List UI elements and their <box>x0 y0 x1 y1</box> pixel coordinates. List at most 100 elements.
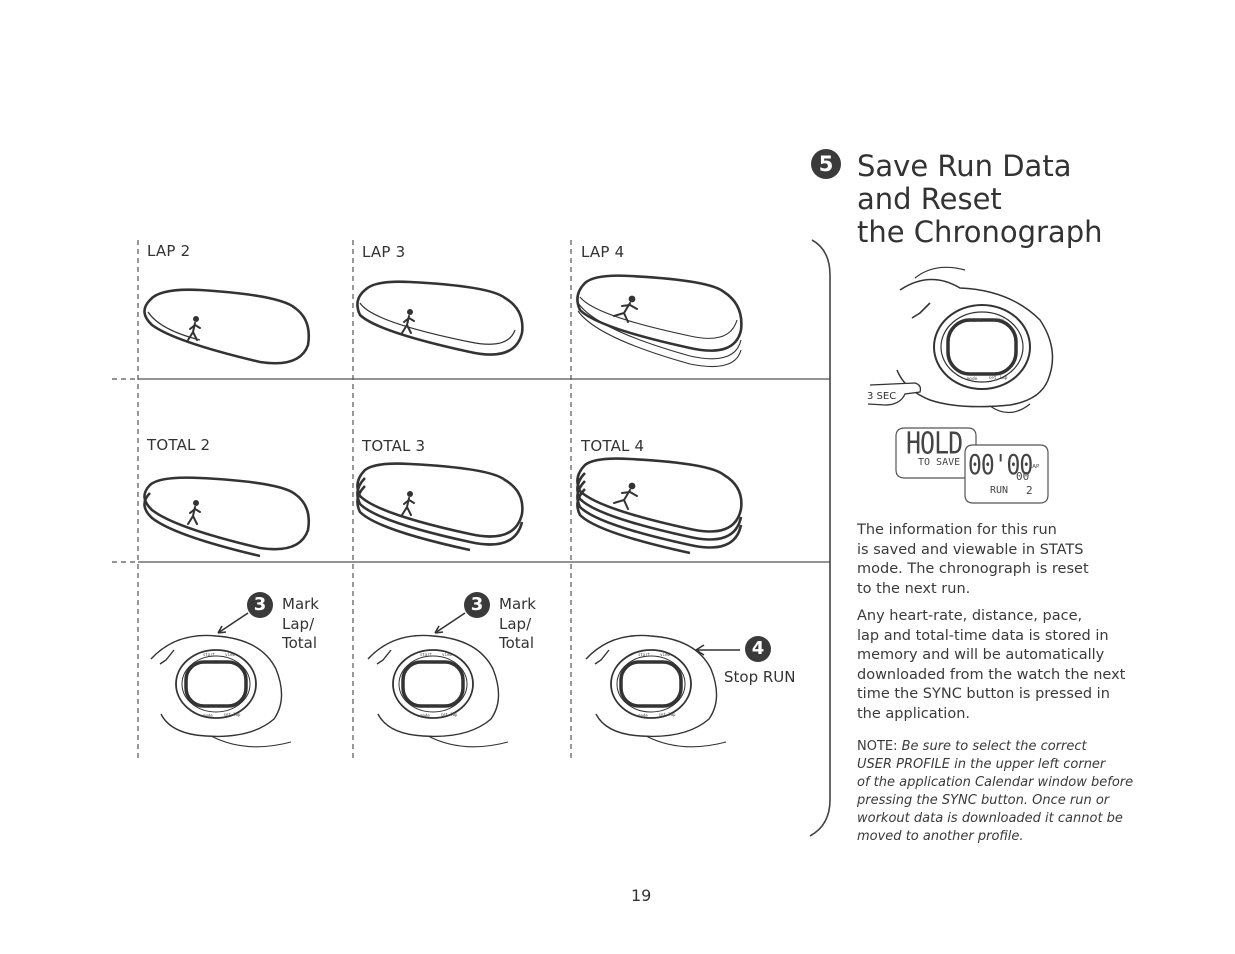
watch-illustration: start view mode set lap <box>367 634 509 748</box>
svg-text:set lap: set lap <box>224 712 241 717</box>
runner-icon <box>401 309 415 334</box>
note-line: pressing the SYNC button. Once run or <box>857 792 1157 810</box>
svg-text:mode: mode <box>967 376 978 382</box>
mark-lap-line: Mark <box>282 595 319 613</box>
user-profile-term: USER PROFILE <box>857 757 951 772</box>
svg-text:start: start <box>420 652 433 657</box>
total-label: TOTAL 4 <box>581 437 645 455</box>
text-run: time the <box>857 686 923 702</box>
paragraph-line: to the next run. <box>857 580 971 597</box>
stop-run-label: Stop RUN <box>724 668 796 686</box>
paragraph-data: Any heart-rate, distance, pace, lap and … <box>857 607 1157 724</box>
step-5-badge: 5 <box>811 149 841 179</box>
note-block: NOTE: Be sure to select the correct USER… <box>857 738 1157 846</box>
section-title-line: and Reset <box>857 182 1002 216</box>
paragraph-line: memory and will be automatically <box>857 647 1105 663</box>
runner-icon <box>187 500 201 525</box>
note-line: workout data is downloaded it cannot be <box>857 811 1123 826</box>
svg-text:start: start <box>968 318 982 324</box>
total-track-2 <box>143 476 310 558</box>
step-3-badge: 3 <box>464 592 490 618</box>
page-number: 19 <box>631 886 652 905</box>
lcd-lap-text: LAP <box>1029 464 1040 470</box>
mark-lap-total-label: Mark Lap/ Total <box>282 595 319 654</box>
text-run: button. Once run or <box>976 793 1110 808</box>
lap-track-2 <box>143 288 310 365</box>
paragraph-line: mode. The chronograph is reset <box>857 561 1089 577</box>
text-run: button is pressed in <box>961 686 1110 702</box>
note-line: moved to another profile. <box>857 829 1024 844</box>
lcd-small-text: 00 <box>1016 470 1030 483</box>
paragraph-line: time the SYNC button is pressed in <box>857 685 1157 705</box>
lcd-run-number: 2 <box>1026 484 1033 497</box>
mark-lap-line: Total <box>499 634 535 652</box>
lap-track-3 <box>356 280 524 356</box>
sync-term: SYNC <box>941 793 977 808</box>
mark-lap-line: Total <box>282 634 318 652</box>
watch-illustration: start view mode set lap <box>585 634 727 748</box>
lap-label: LAP 2 <box>147 242 191 260</box>
runner-icon <box>613 295 638 323</box>
mark-lap-total-label: Mark Lap/ Total <box>499 595 536 654</box>
section-title: Save Run Data and Reset the Chronograph <box>857 150 1102 249</box>
runner-icon <box>613 482 638 510</box>
paragraph-line: Any heart-rate, distance, pace, <box>857 608 1083 624</box>
text-run: Be sure to select the correct <box>897 739 1087 754</box>
paragraph-line: lap and total-time data is stored in <box>857 627 1109 644</box>
arrow-icon <box>434 612 466 634</box>
section-title-line: Save Run Data <box>857 149 1072 183</box>
finger-icon <box>867 382 922 406</box>
svg-text:view: view <box>225 652 235 657</box>
note-line: NOTE: Be sure to select the correct <box>857 738 1157 756</box>
svg-text:start: start <box>638 652 651 657</box>
svg-text:start: start <box>203 652 216 657</box>
step-3-badge: 3 <box>247 592 273 618</box>
paragraph-line: downloaded from the watch the next <box>857 666 1126 683</box>
lap-track-4 <box>576 274 743 367</box>
lap-label: LAP 3 <box>362 243 406 261</box>
mark-lap-line: Mark <box>499 595 536 613</box>
arrow-icon <box>695 644 740 656</box>
note-line: of the application Calendar window befor… <box>857 775 1134 790</box>
total-label: TOTAL 2 <box>147 436 211 454</box>
sync-term: SYNC <box>922 686 962 702</box>
svg-text:view: view <box>442 652 452 657</box>
total-track-4 <box>576 457 743 555</box>
svg-text:mode: mode <box>638 713 648 718</box>
paragraph-line: The information for this run <box>857 522 1057 538</box>
note-label: NOTE: <box>857 739 898 754</box>
lcd-to-save-text: TO SAVE <box>918 457 961 468</box>
text-run: in the upper left corner <box>950 757 1106 772</box>
runner-icon <box>187 316 201 341</box>
text-run: pressing the <box>857 793 942 808</box>
mark-lap-line: Lap/ <box>282 614 315 633</box>
runner-icon <box>401 491 415 516</box>
lcd-hold-text: HOLD <box>906 426 963 461</box>
note-line: USER PROFILE in the upper left corner <box>857 756 1157 774</box>
lap-label: LAP 4 <box>581 243 625 261</box>
mark-lap-line: Lap/ <box>499 614 532 633</box>
section-bracket <box>809 239 831 837</box>
svg-text:view: view <box>660 652 670 657</box>
paragraph-line: the application. <box>857 705 970 722</box>
step-4-badge: 4 <box>745 636 771 662</box>
watch-illustration: start view mode set lap <box>150 634 292 748</box>
svg-text:view: view <box>993 317 1004 323</box>
arrow-icon <box>217 612 249 634</box>
lcd-time-text: 00'00 <box>968 450 1033 482</box>
section-title-line: the Chronograph <box>857 215 1103 249</box>
hold-duration-label: 3 SEC <box>867 391 897 402</box>
paragraph-line: is saved and viewable in STATS <box>857 541 1084 558</box>
paragraph-info: The information for this run is saved an… <box>857 521 1157 599</box>
total-label: TOTAL 3 <box>362 437 426 455</box>
total-track-3 <box>356 462 524 552</box>
lcd-run-screen <box>964 444 1049 504</box>
svg-text:set lap: set lap <box>441 712 458 717</box>
watch-illustration-large <box>867 266 1054 414</box>
svg-text:set lap: set lap <box>659 712 676 717</box>
lcd-run-text: RUN <box>990 485 1009 496</box>
svg-text:mode: mode <box>203 713 213 718</box>
svg-text:mode: mode <box>420 713 430 718</box>
svg-text:set lap: set lap <box>989 375 1008 381</box>
